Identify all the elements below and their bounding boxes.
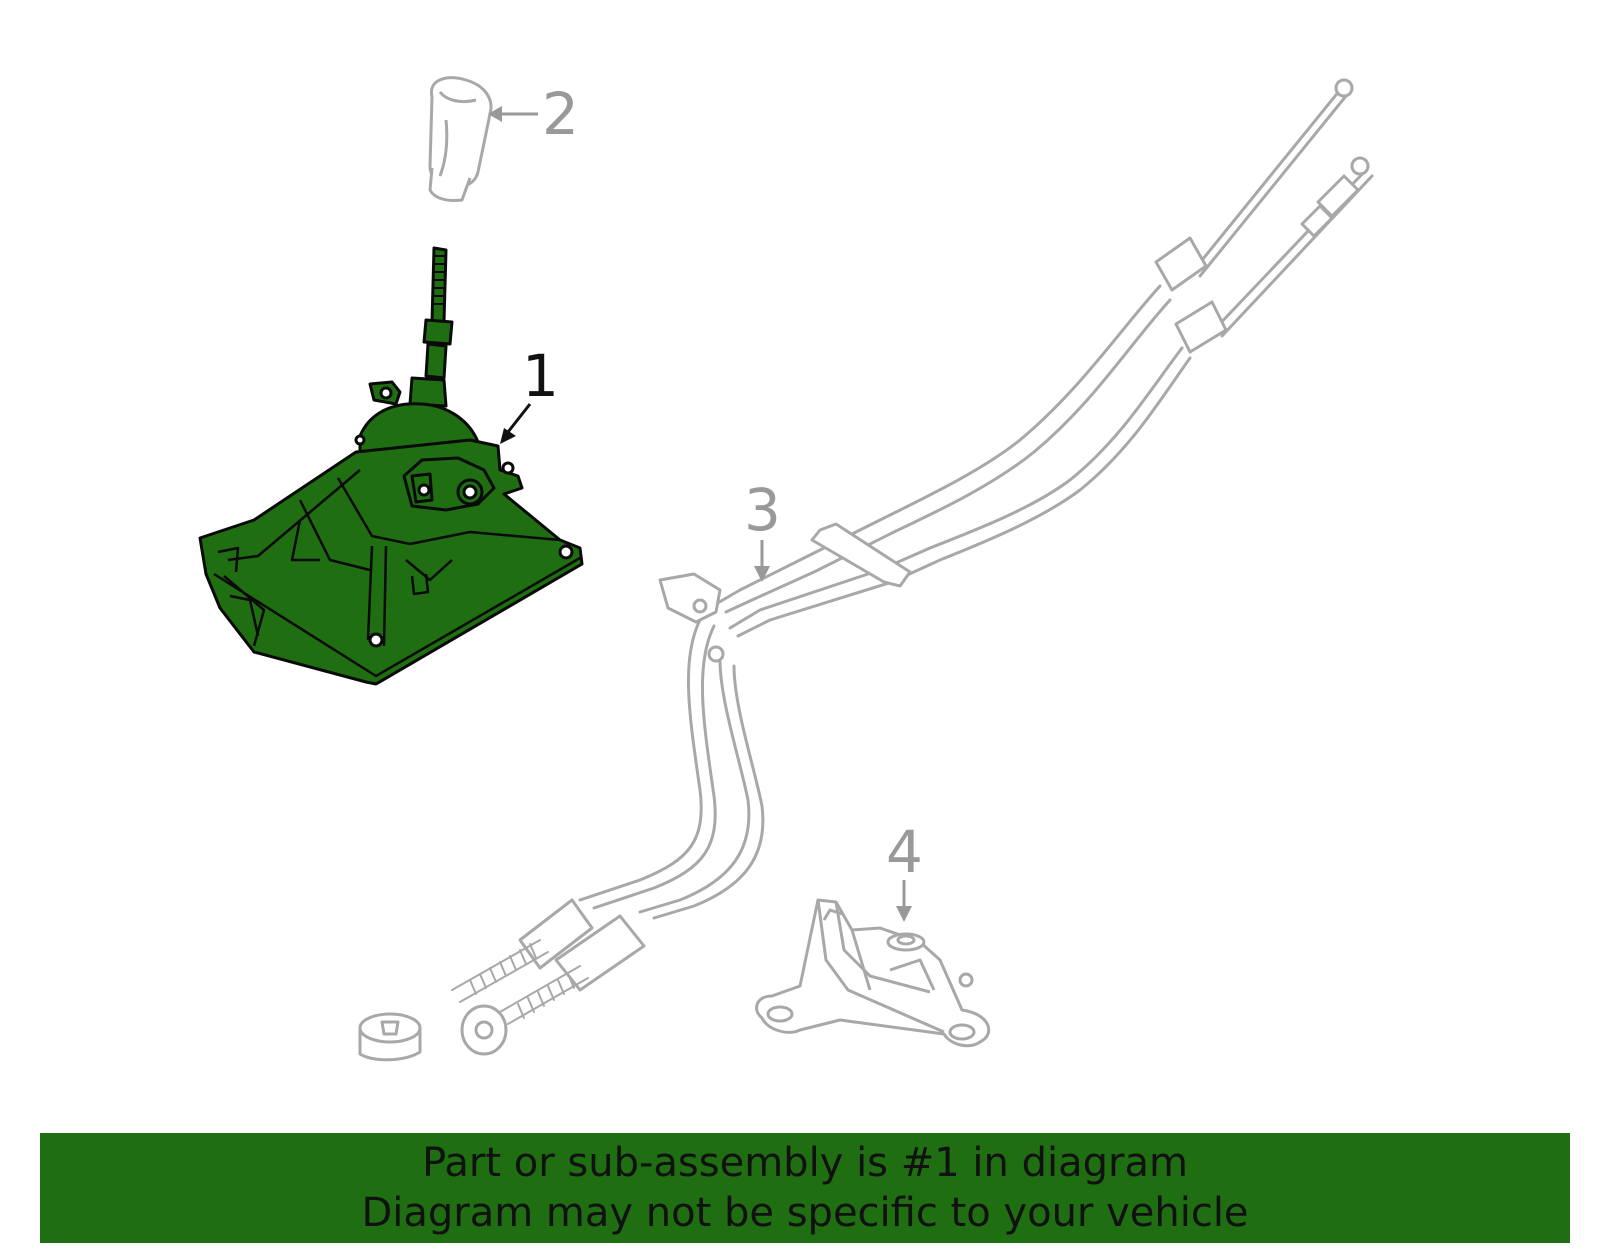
shift-cables [358, 78, 1374, 1062]
callout-label-1: 1 [522, 342, 559, 410]
shift-knob [428, 76, 493, 202]
banner-line-2: Diagram may not be specific to your vehi… [361, 1190, 1249, 1236]
callout-4: 4 [886, 818, 923, 922]
info-banner: Part or sub-assembly is #1 in diagram Di… [40, 1133, 1570, 1243]
shifter-base [198, 438, 584, 686]
shift-lever [430, 246, 448, 324]
callout-label-2: 2 [542, 80, 579, 148]
callout-label-4: 4 [886, 818, 923, 886]
banner-line-1: Part or sub-assembly is #1 in diagram [422, 1140, 1188, 1186]
mounting-bracket [755, 898, 991, 1048]
callout-2: 2 [488, 80, 579, 148]
callout-label-3: 3 [744, 476, 781, 544]
callout-1: 1 [500, 342, 559, 444]
callout-3: 3 [744, 476, 781, 582]
shifter-assembly [198, 246, 584, 686]
